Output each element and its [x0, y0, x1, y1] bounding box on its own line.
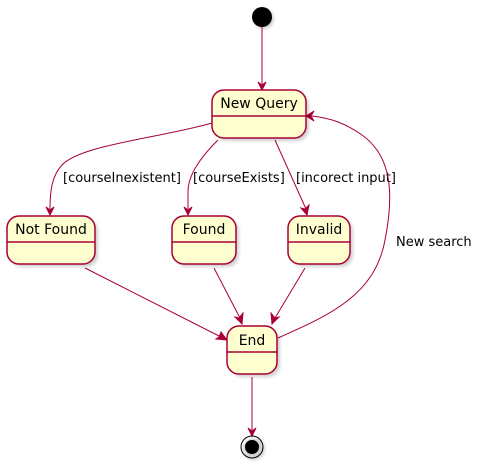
label-new-search: New search [396, 235, 472, 250]
initial-state [252, 7, 274, 29]
state-invalid[interactable]: Invalid [287, 215, 353, 267]
state-label-found: Found [183, 222, 226, 238]
label-incorrect-input: [incorect input] [296, 171, 396, 186]
transition-invalid-to-end [270, 267, 306, 326]
transition-start-to-new-query [257, 27, 267, 92]
state-found[interactable]: Found [171, 215, 239, 267]
state-not-found[interactable]: Not Found [6, 215, 98, 267]
states: New Query Not Found Found Invalid [6, 89, 353, 377]
label-course-inexistent: [courseInexistent] [63, 171, 181, 186]
transition-not-found-to-end [84, 267, 229, 341]
state-end[interactable]: End [226, 325, 280, 377]
transition-new-query-to-invalid: [incorect input] [274, 139, 396, 217]
state-label-end: End [239, 333, 266, 349]
transition-end-to-new-query: New search [277, 110, 472, 339]
transition-new-query-to-not-found: [courseInexistent] [45, 122, 213, 217]
state-label-not-found: Not Found [15, 222, 87, 238]
transition-end-to-final [247, 377, 257, 438]
transition-new-query-to-found: [courseExists] [183, 139, 285, 217]
final-state [240, 435, 265, 460]
state-label-new-query: New Query [220, 96, 298, 112]
state-label-invalid: Invalid [296, 222, 343, 238]
label-course-exists: [courseExists] [193, 171, 285, 186]
transition-found-to-end [213, 267, 244, 326]
state-new-query[interactable]: New Query [211, 89, 309, 141]
transitions: [courseInexistent] [courseExists] [incor… [45, 27, 472, 438]
